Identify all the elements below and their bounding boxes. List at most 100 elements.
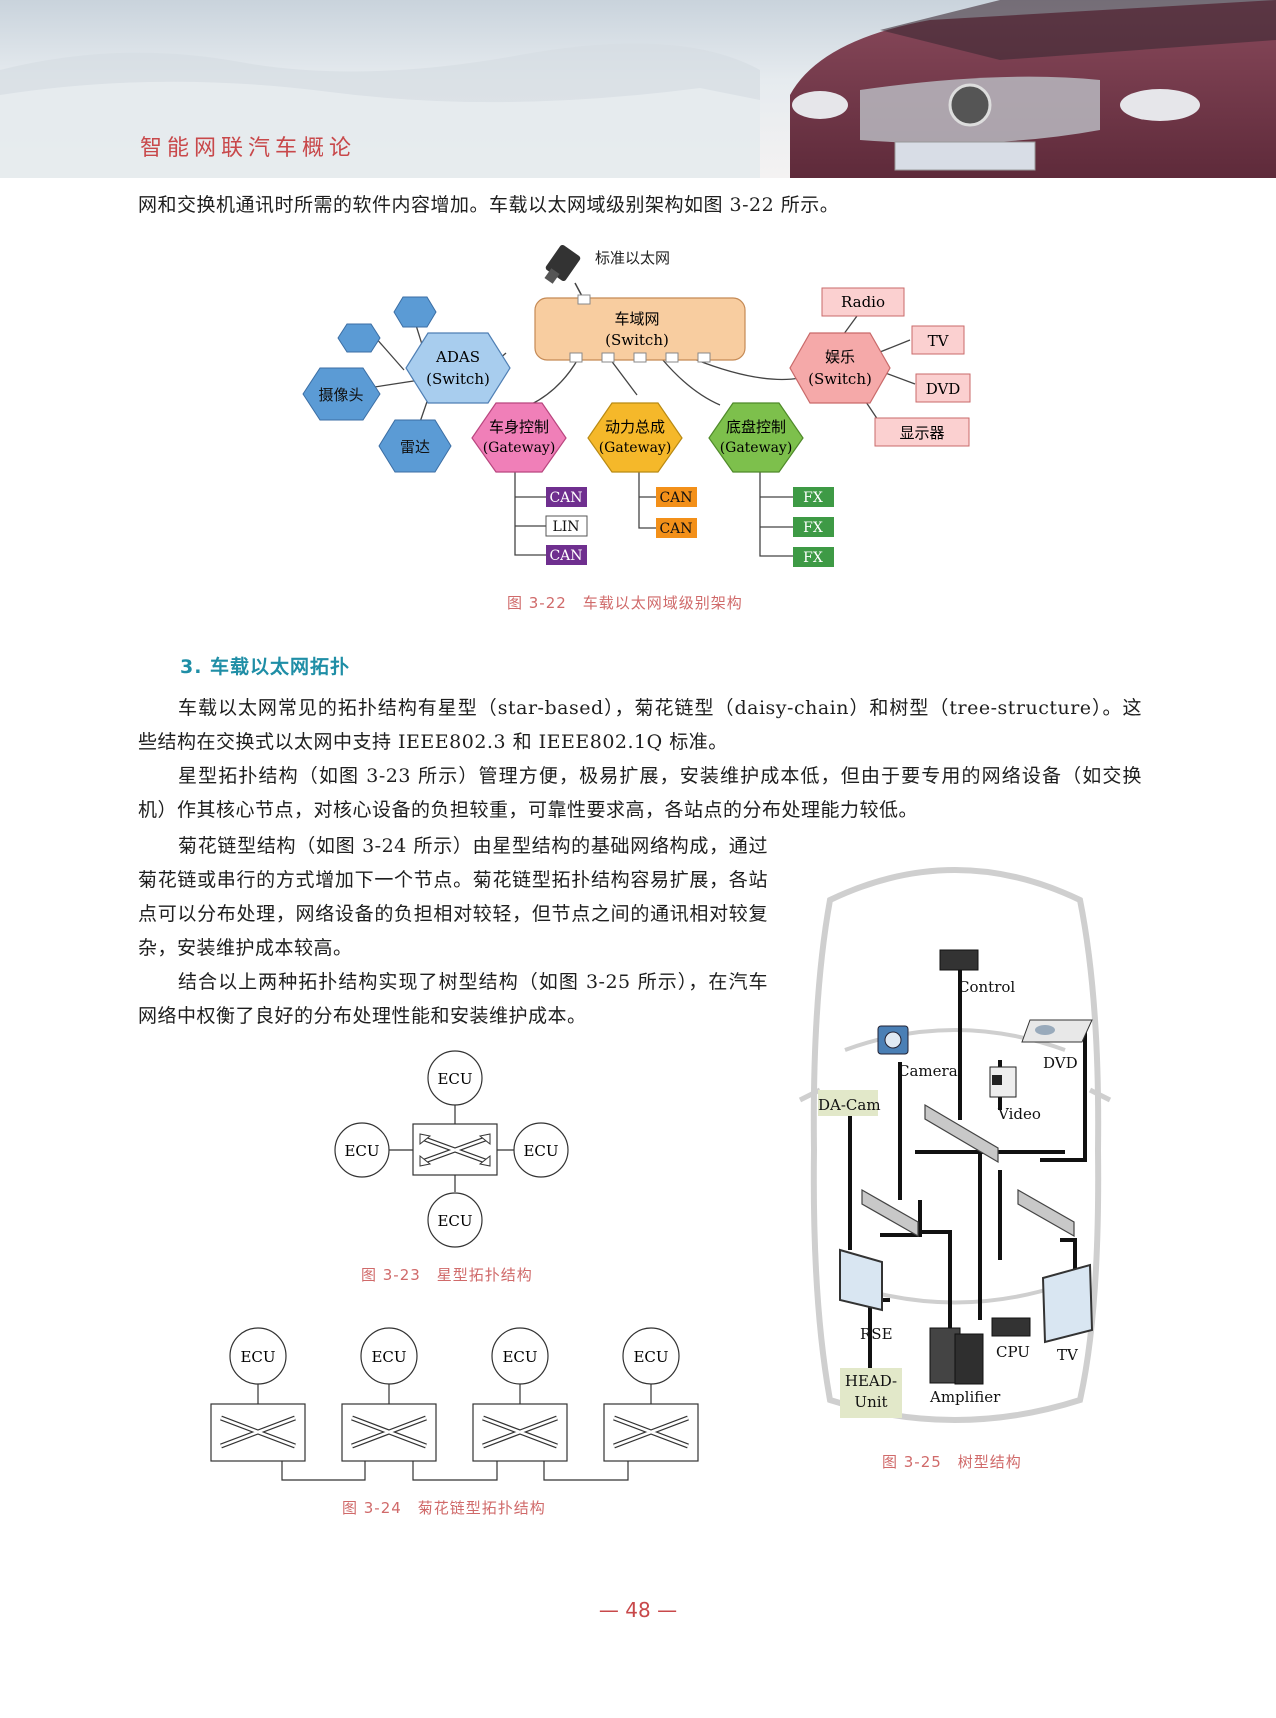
bus-label: CAN	[549, 490, 582, 506]
left-switch	[861, 1188, 919, 1238]
ecu-node: ECU	[513, 1122, 569, 1178]
adas-small-node	[337, 323, 381, 353]
chassis-gateway-type: (Gateway)	[720, 440, 793, 456]
switch-icon	[210, 1403, 306, 1462]
bus-box: LIN	[545, 515, 588, 537]
powertrain-gateway-name: 动力总成	[605, 418, 665, 436]
figure-3-23-star-topology: ECU ECU ECU ECU	[334, 1050, 569, 1248]
entertainment-switch-type: (Switch)	[808, 370, 872, 388]
paragraph-tree: 结合以上两种拓扑结构实现了树型结构（如图 3-25 所示），在汽车网络中权衡了良…	[138, 971, 768, 1027]
ecu-label: ECU	[502, 1348, 537, 1366]
body-gateway-name: 车身控制	[489, 418, 549, 436]
bus-box: CAN	[656, 487, 697, 507]
entertainment-switch: 娱乐 (Switch)	[789, 332, 891, 404]
radio-box: Radio	[821, 287, 905, 317]
radio-label: Radio	[841, 293, 885, 311]
ecu-label: ECU	[633, 1348, 668, 1366]
figure-3-24-caption: 图 3-24 菊花链型拓扑结构	[342, 1499, 546, 1517]
right-switch	[1017, 1188, 1075, 1238]
intro-paragraph: 网和交换机通讯时所需的软件内容增加。车载以太网域级别架构如图 3-22 所示。	[138, 194, 840, 216]
paragraph-daisy-chain: 菊花链型结构（如图 3-24 所示）由星型结构的基础网络构成，通过菊花链或串行的…	[138, 835, 768, 959]
ecu-node: ECU	[229, 1327, 287, 1385]
ecu-node: ECU	[427, 1192, 483, 1248]
tv-device-label: TV	[1057, 1346, 1079, 1364]
ethernet-plug-icon	[544, 245, 584, 299]
rse-label: RSE	[860, 1325, 893, 1343]
dvd-player-icon	[1021, 1019, 1093, 1043]
bus-label: FX	[803, 550, 823, 566]
page-number: — 48 —	[598, 1598, 678, 1622]
dacam-label-bg	[818, 1090, 878, 1116]
page-header: 智能网联汽车概论	[0, 0, 1276, 178]
bus-label: CAN	[549, 548, 582, 564]
video-camera-icon	[989, 1066, 1017, 1098]
paragraph-topologies: 车载以太网常见的拓扑结构有星型（star-based），菊花链型（daisy-c…	[138, 697, 1142, 753]
body-control-gateway: 车身控制 (Gateway)	[471, 402, 567, 473]
entertainment-switch-name: 娱乐	[825, 348, 855, 366]
car-outline	[798, 867, 1112, 1423]
switch-icon	[603, 1403, 699, 1462]
figure-3-22-caption: 图 3-22 车载以太网域级别架构	[507, 594, 743, 612]
adas-switch-type: (Switch)	[426, 370, 490, 388]
section-heading: 3. 车载以太网拓扑	[180, 656, 351, 678]
tv-box: TV	[911, 325, 965, 355]
display-box: 显示器	[874, 417, 970, 447]
adas-switch-name: ADAS	[435, 348, 480, 366]
head-unit-label-line1: HEAD-	[845, 1372, 897, 1390]
vehicle-domain-switch: 车域网 (Switch)	[534, 294, 746, 363]
bus-box: FX	[793, 487, 834, 507]
ecu-label: ECU	[523, 1142, 558, 1160]
figure-3-24-daisy-chain-topology: ECU ECU ECU ECU	[210, 1327, 699, 1481]
core-switch-type: (Switch)	[605, 331, 669, 349]
control-icon	[939, 949, 979, 971]
ecu-node: ECU	[427, 1050, 483, 1106]
ecu-label: ECU	[344, 1142, 379, 1160]
powertrain-gateway-type: (Gateway)	[599, 440, 672, 456]
figure-3-22-domain-architecture: 标准以太网 车域网 (Switch) ADAS (Switch)	[302, 245, 971, 567]
cpu-icon	[991, 1317, 1031, 1337]
bus-label: CAN	[659, 490, 692, 506]
control-label: Control	[958, 978, 1015, 996]
camera-label: Camera	[898, 1062, 958, 1080]
dvd-label: DVD	[926, 380, 961, 398]
dacam-label: DA-Cam	[818, 1096, 881, 1114]
tv-monitor-icon	[1041, 1263, 1094, 1344]
adas-switch: ADAS (Switch)	[405, 332, 511, 404]
tv-label: TV	[928, 332, 950, 350]
bus-box: FX	[793, 547, 834, 567]
body-gateway-type: (Gateway)	[483, 440, 556, 456]
bus-label: FX	[803, 520, 823, 536]
dvd-box: DVD	[915, 373, 971, 403]
dvd-device-label: DVD	[1043, 1054, 1078, 1072]
radar-node-label: 雷达	[400, 438, 430, 456]
switch-icon	[472, 1403, 568, 1462]
rse-monitor-icon	[839, 1248, 883, 1312]
camera-icon	[877, 1025, 909, 1055]
powertrain-gateway: 动力总成 (Gateway)	[587, 402, 683, 473]
core-switch-name: 车域网	[614, 310, 659, 328]
video-label: Video	[997, 1105, 1041, 1123]
bus-box: CAN	[546, 545, 587, 565]
car-image	[790, 0, 1276, 178]
cpu-label: CPU	[996, 1343, 1030, 1361]
ecu-label: ECU	[371, 1348, 406, 1366]
amplifier-label: Amplifier	[929, 1388, 1001, 1406]
display-label: 显示器	[899, 424, 944, 442]
bus-label: CAN	[659, 521, 692, 537]
head-unit-label-line2: Unit	[854, 1393, 887, 1411]
header-banner-art	[0, 0, 1276, 178]
adas-small-node	[393, 296, 437, 328]
figure-3-25-tree-topology: Control Camera DVD Video DA-Cam RSE CPU …	[798, 867, 1112, 1423]
ecu-label: ECU	[437, 1212, 472, 1230]
ecu-node: ECU	[491, 1327, 549, 1385]
ecu-node: ECU	[360, 1327, 418, 1385]
camera-node-label: 摄像头	[318, 386, 363, 404]
paragraph-star: 星型拓扑结构（如图 3-23 所示）管理方便，极易扩展，安装维护成本低，但由于要…	[138, 765, 1142, 821]
ecu-node: ECU	[622, 1327, 680, 1385]
figure-3-25-caption: 图 3-25 树型结构	[882, 1453, 1022, 1471]
bus-box: CAN	[656, 518, 697, 538]
switch-icon	[341, 1403, 437, 1462]
switch-icon	[412, 1123, 498, 1176]
book-title: 智能网联汽车概论	[140, 136, 357, 161]
ecu-label: ECU	[240, 1348, 275, 1366]
